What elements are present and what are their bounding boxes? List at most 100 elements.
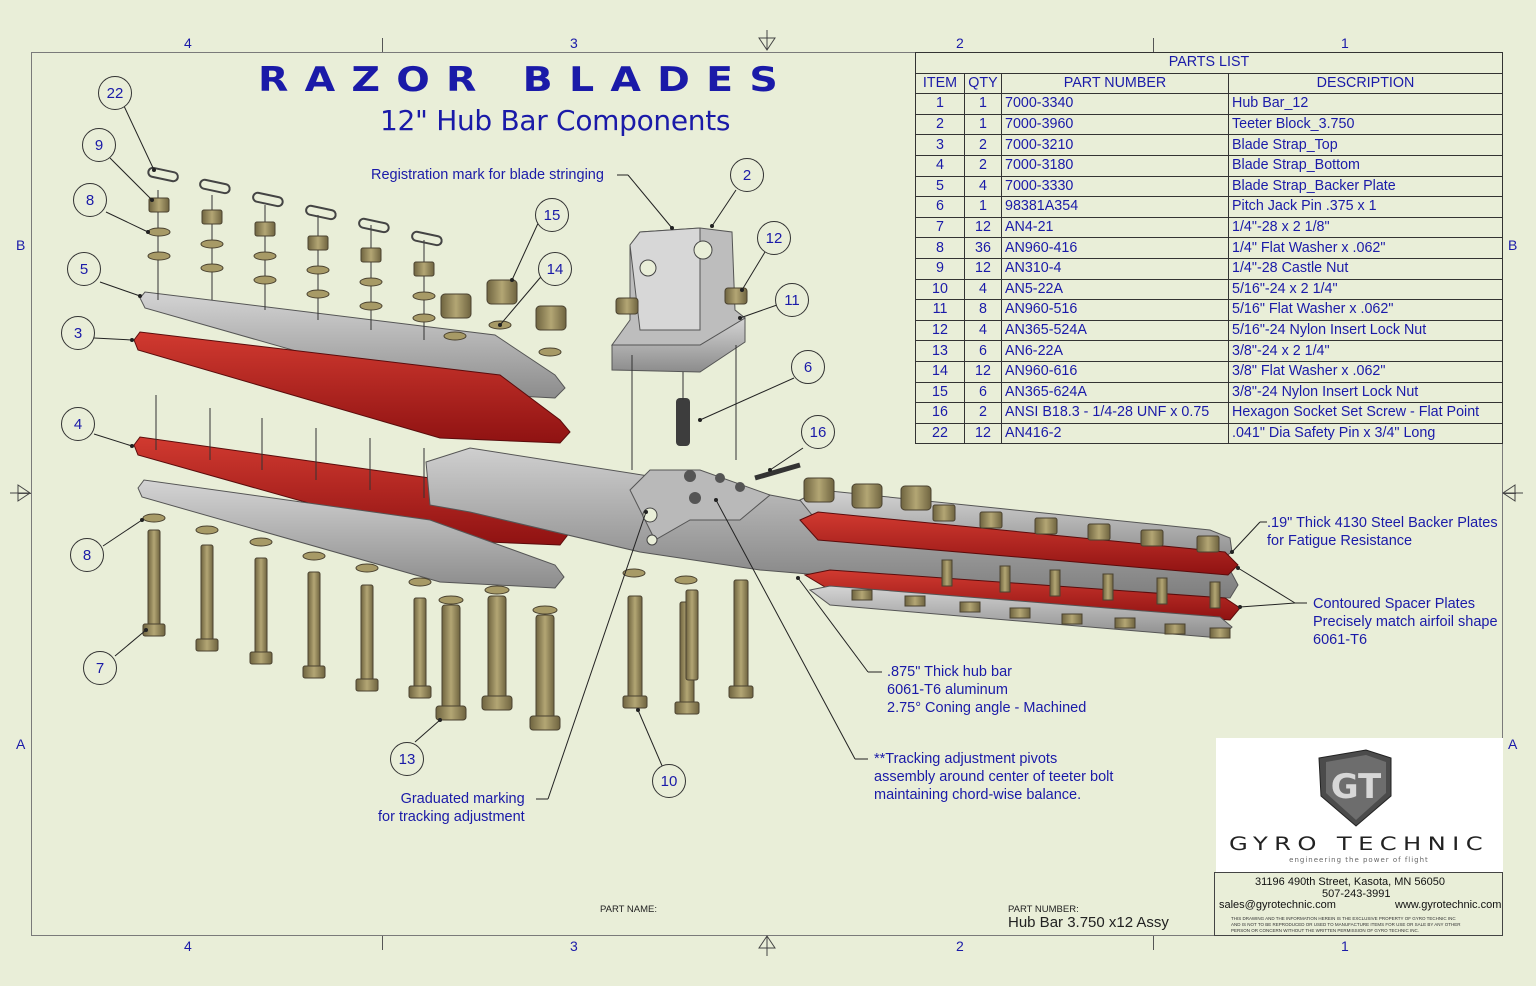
callout-2: 2 <box>730 158 764 192</box>
part-number-cell: AN960-416 <box>1001 237 1229 259</box>
callout-8-lower: 8 <box>70 538 104 572</box>
item-cell: 6 <box>915 196 965 218</box>
description-cell: 5/16"-24 x 2 1/4" <box>1228 278 1503 301</box>
qty-cell: 6 <box>964 340 1002 362</box>
right-castle-nuts <box>932 504 1220 553</box>
company-info-block: 31196 490th Street, Kasota, MN 56050 507… <box>1214 872 1503 936</box>
part-name-label: PART NAME: <box>600 904 658 915</box>
part-number-cell: 7000-3180 <box>1001 154 1229 177</box>
pitch-jack-pin <box>676 398 690 446</box>
qty-cell: 1 <box>964 113 1002 136</box>
svg-text:engineering the power of fligh: engineering the power of flight <box>1289 856 1429 864</box>
description-cell: Blade Strap_Bottom <box>1228 154 1503 177</box>
item-cell: 10 <box>915 278 965 301</box>
washers-upper <box>147 227 562 357</box>
zone-divider <box>1153 38 1154 52</box>
qty-cell: 2 <box>964 134 1002 156</box>
drawing-subtitle: 12" Hub Bar Components <box>380 104 731 137</box>
col-header-part-number: PART NUMBER <box>1001 72 1229 95</box>
item-cell: 9 <box>915 257 965 280</box>
zone-top-4: 4 <box>184 35 192 51</box>
zone-bottom-2: 2 <box>956 938 964 954</box>
part-number-cell: 7000-3340 <box>1001 93 1229 115</box>
callout-14: 14 <box>538 252 572 286</box>
part-number-cell: AN6-22A <box>1001 340 1229 362</box>
lock-nuts <box>440 279 748 331</box>
qty-cell: 36 <box>964 237 1002 259</box>
right-lock-nuts <box>803 477 932 511</box>
right-bottom-nuts <box>851 589 1231 639</box>
item-cell: 11 <box>915 299 965 321</box>
gyro-technic-logo: GT GYRO TECHNIC engineering the power of… <box>1229 749 1489 864</box>
description-cell: Hub Bar_12 <box>1228 93 1503 115</box>
zone-divider <box>382 38 383 52</box>
parts-list-table: PARTS LIST ITEM QTY PART NUMBER DESCRIPT… <box>915 52 1503 445</box>
company-phone: 507-243-3991 <box>1322 888 1391 900</box>
zone-divider <box>1153 936 1154 950</box>
leader-arrowheads <box>130 168 1242 722</box>
blade-strap-top <box>133 331 571 444</box>
item-cell: 8 <box>915 237 965 259</box>
zone-left-b: B <box>16 237 26 253</box>
callout-7: 7 <box>83 651 117 685</box>
description-cell: 5/16" Flat Washer x .062" <box>1228 299 1503 321</box>
part-number-cell: ANSI B18.3 - 1/4-28 UNF x 0.75 <box>1001 402 1229 424</box>
qty-cell: 12 <box>964 257 1002 280</box>
col-header-qty: QTY <box>964 72 1002 95</box>
svg-text:RAZOR BLADES: RAZOR BLADES <box>258 60 794 100</box>
razor-blades-logo: RAZOR BLADES <box>258 60 794 100</box>
part-number-cell: AN4-21 <box>1001 216 1229 239</box>
zone-divider <box>382 936 383 950</box>
part-number-value: Hub Bar 3.750 x12 Assy <box>1008 914 1169 931</box>
callout-5: 5 <box>67 252 101 286</box>
zone-bottom-1: 1 <box>1341 938 1349 954</box>
qty-cell: 12 <box>964 216 1002 239</box>
qty-cell: 4 <box>964 175 1002 198</box>
callout-10: 10 <box>652 764 686 798</box>
item-cell: 16 <box>915 402 965 424</box>
callout-11: 11 <box>775 283 809 317</box>
description-cell: 3/8"-24 Nylon Insert Lock Nut <box>1228 381 1503 404</box>
item-cell: 4 <box>915 154 965 177</box>
safety-pins <box>147 166 443 247</box>
backer-plate-lower <box>137 479 565 589</box>
part-number-cell: AN310-4 <box>1001 257 1229 280</box>
callout-12: 12 <box>757 221 791 255</box>
item-cell: 15 <box>915 381 965 404</box>
qty-cell: 2 <box>964 154 1002 177</box>
company-address: 31196 490th Street, Kasota, MN 56050 <box>1255 876 1445 888</box>
callout-6: 6 <box>791 350 825 384</box>
blade-strap-right-top <box>799 511 1239 576</box>
callout-4: 4 <box>61 407 95 441</box>
qty-cell: 1 <box>964 196 1002 218</box>
svg-text:GYRO TECHNIC: GYRO TECHNIC <box>1229 833 1489 855</box>
zone-top-2: 2 <box>956 35 964 51</box>
description-cell: Pitch Jack Pin .375 x 1 <box>1228 196 1503 218</box>
center-arrow-left <box>10 484 31 502</box>
company-email: sales@gyrotechnic.com <box>1219 899 1336 911</box>
bolts-7 <box>142 529 432 699</box>
qty-cell: 12 <box>964 422 1002 445</box>
item-cell: 2 <box>915 113 965 136</box>
description-cell: 3/8" Flat Washer x .062" <box>1228 360 1503 383</box>
description-cell: 5/16"-24 Nylon Insert Lock Nut <box>1228 319 1503 342</box>
center-arrow-bottom <box>758 935 776 956</box>
item-cell: 12 <box>915 319 965 342</box>
description-cell: Blade Strap_Backer Plate <box>1228 175 1503 198</box>
item-cell: 22 <box>915 422 965 445</box>
part-number-cell: 7000-3330 <box>1001 175 1229 198</box>
description-cell: 1/4" Flat Washer x .062" <box>1228 237 1503 259</box>
